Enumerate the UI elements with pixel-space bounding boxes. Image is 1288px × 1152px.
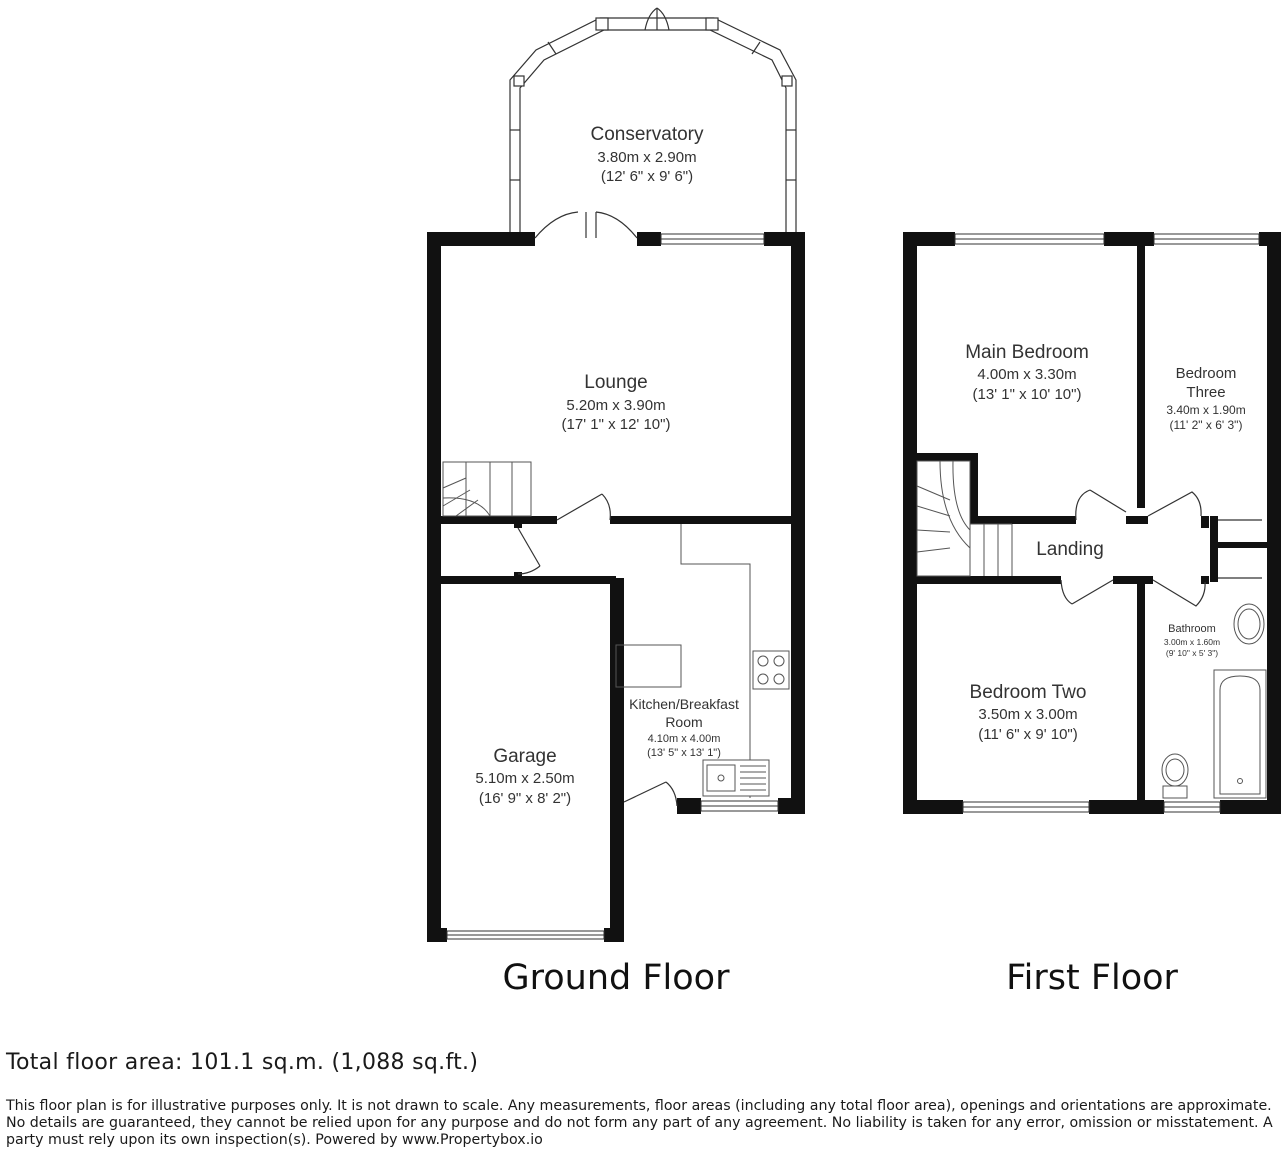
lounge-name: Lounge (584, 372, 647, 393)
first-floor-title: First Floor (1006, 958, 1178, 998)
first-floor-doors (1060, 489, 1262, 607)
bedroom-three-label: Bedroom Three 3.40m x 1.90m (11' 2" x 6'… (1166, 365, 1245, 432)
bathroom-name: Bathroom (1168, 623, 1216, 635)
ground-floor-doors (517, 211, 678, 807)
bedroom-three-name-line2: Three (1186, 384, 1225, 401)
first-floor-windows (954, 233, 1260, 813)
lounge-imperial: (17' 1" x 12' 10") (562, 416, 671, 433)
bathroom-metric: 3.00m x 1.60m (1164, 637, 1220, 647)
kitchen-label: Kitchen/Breakfast Room 4.10m x 4.00m (13… (629, 696, 739, 759)
conservatory-door-icon (644, 7, 670, 31)
kitchen-name-line1: Kitchen/Breakfast (629, 696, 739, 712)
bathroom-fixtures (1161, 603, 1267, 799)
bathroom-label: Bathroom 3.00m x 1.60m (9' 10" x 5' 3") (1164, 623, 1220, 658)
bedroom-two-metric: 3.50m x 3.00m (978, 706, 1077, 723)
garage-name: Garage (493, 746, 556, 767)
conservatory-metric: 3.80m x 2.90m (597, 149, 696, 166)
lounge-label: Lounge 5.20m x 3.90m (17' 1" x 12' 10") (562, 372, 671, 433)
kitchen-imperial: (13' 5" x 13' 1") (647, 747, 721, 759)
landing-name: Landing (1036, 539, 1104, 560)
conservatory-label: Conservatory 3.80m x 2.90m (12' 6" x 9' … (591, 124, 704, 185)
ground-floor-windows (446, 233, 779, 940)
garage-metric: 5.10m x 2.50m (475, 770, 574, 787)
ground-floor-title: Ground Floor (503, 958, 731, 998)
kitchen-fixtures (615, 524, 790, 798)
main-bedroom-label: Main Bedroom 4.00m x 3.30m (13' 1" x 10'… (965, 342, 1089, 403)
main-bedroom-imperial: (13' 1" x 10' 10") (973, 386, 1082, 403)
ground-floor-stairs (442, 461, 532, 517)
total-floor-area: Total floor area: 101.1 sq.m. (1,088 sq.… (6, 1050, 479, 1075)
first-floor-stairs (916, 460, 1013, 577)
bedroom-two-label: Bedroom Two 3.50m x 3.00m (11' 6" x 9' 1… (970, 682, 1087, 743)
disclaimer-text: This floor plan is for illustrative purp… (6, 1098, 1273, 1148)
bedroom-two-imperial: (11' 6" x 9' 10") (978, 726, 1077, 743)
garage-imperial: (16' 9" x 8' 2") (479, 790, 571, 807)
lounge-metric: 5.20m x 3.90m (566, 397, 665, 414)
bedroom-three-name-line1: Bedroom (1176, 365, 1237, 382)
ground-floor-walls (427, 232, 805, 942)
bathroom-imperial: (9' 10" x 5' 3") (1166, 648, 1218, 658)
first-floor-plan: Main Bedroom 4.00m x 3.30m (13' 1" x 10'… (903, 232, 1281, 998)
conservatory-imperial: (12' 6" x 9' 6") (601, 168, 693, 185)
floor-plan-drawing: Conservatory 3.80m x 2.90m (12' 6" x 9' … (427, 7, 1281, 998)
garage-label: Garage 5.10m x 2.50m (16' 9" x 8' 2") (475, 746, 574, 807)
bedroom-three-metric: 3.40m x 1.90m (1166, 403, 1245, 417)
ground-floor-plan: Conservatory 3.80m x 2.90m (12' 6" x 9' … (427, 7, 805, 998)
conservatory-name: Conservatory (591, 124, 704, 145)
kitchen-metric: 4.10m x 4.00m (648, 733, 721, 745)
first-floor-walls (903, 232, 1281, 814)
main-bedroom-metric: 4.00m x 3.30m (977, 366, 1076, 383)
bedroom-two-name: Bedroom Two (970, 682, 1087, 703)
bedroom-three-imperial: (11' 2" x 6' 3") (1170, 418, 1243, 432)
kitchen-name-line2: Room (665, 714, 702, 730)
main-bedroom-name: Main Bedroom (965, 342, 1089, 363)
